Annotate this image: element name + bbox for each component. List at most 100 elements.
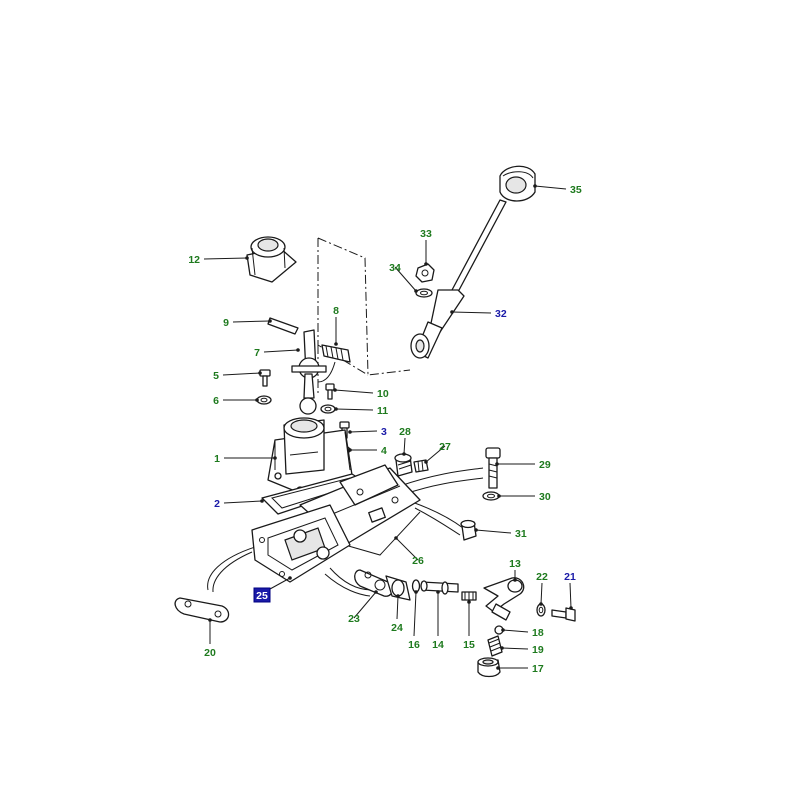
callout-dot-25 xyxy=(288,576,292,580)
callout-dot-16 xyxy=(414,590,418,594)
callout-dot-11 xyxy=(334,407,338,411)
callout-dot-17 xyxy=(496,666,500,670)
callout-leader-34 xyxy=(394,266,417,292)
callout-label-16: 16 xyxy=(408,639,420,651)
callout-label-15: 15 xyxy=(463,639,475,651)
callout-leader-18 xyxy=(502,629,529,633)
part-35-gear-knob xyxy=(499,165,536,202)
part-17-plug xyxy=(477,657,501,678)
part-21-bolt xyxy=(551,607,576,622)
callout-leader-22 xyxy=(540,582,543,605)
callout-dot-15 xyxy=(467,600,471,604)
callout-label-6: 6 xyxy=(213,395,219,407)
callout-dot-23 xyxy=(374,590,378,594)
callout-leader-16 xyxy=(413,591,417,637)
part-30-washer xyxy=(482,491,500,501)
callout-dot-7 xyxy=(296,348,300,352)
callout-leader-9 xyxy=(232,320,271,323)
callout-leader-3 xyxy=(349,430,378,433)
callout-label-2: 2 xyxy=(214,498,220,510)
callout-dot-10 xyxy=(333,388,337,392)
callout-dot-35 xyxy=(533,184,537,188)
callout-label-14: 14 xyxy=(432,639,444,651)
part-9-pin xyxy=(267,317,299,335)
callout-leader-7 xyxy=(263,349,299,353)
part-25-casing xyxy=(251,504,351,583)
callout-dot-1 xyxy=(273,456,277,460)
callout-label-24: 24 xyxy=(391,622,403,634)
callout-label-9: 9 xyxy=(223,317,229,329)
callout-leader-10 xyxy=(334,389,374,394)
callout-leader-26 xyxy=(395,537,419,561)
callout-dot-2 xyxy=(260,499,264,503)
callout-label-29: 29 xyxy=(539,459,551,471)
callout-dot-24 xyxy=(396,594,400,598)
callout-dot-19 xyxy=(500,646,504,650)
callout-label-3: 3 xyxy=(381,426,387,438)
part-28-plug xyxy=(394,453,413,477)
part-19-spring xyxy=(487,635,503,657)
callout-leader-19 xyxy=(501,647,529,650)
callout-dot-30 xyxy=(497,494,501,498)
callout-label-25: 25 xyxy=(256,590,268,602)
callout-label-13: 13 xyxy=(509,558,521,570)
callout-label-11: 11 xyxy=(377,405,388,417)
callout-label-8: 8 xyxy=(333,305,339,317)
callout-dot-33 xyxy=(424,262,428,266)
part-7-gear-lever xyxy=(291,329,327,415)
callout-label-4: 4 xyxy=(381,445,387,457)
callout-leader-5 xyxy=(222,372,261,376)
callout-dot-13 xyxy=(513,578,517,582)
callout-label-23: 23 xyxy=(348,613,360,625)
callout-label-22: 22 xyxy=(536,571,548,583)
callout-leader-31 xyxy=(475,529,512,534)
part-15-spring-pin xyxy=(461,591,477,601)
callout-label-27: 27 xyxy=(439,441,451,453)
part-23-gasket xyxy=(354,569,394,597)
callout-label-17: 17 xyxy=(532,663,544,675)
part-34-washer xyxy=(415,288,433,298)
callout-leader-27 xyxy=(425,445,446,463)
callout-dot-27 xyxy=(424,460,428,464)
callout-dot-20 xyxy=(208,618,212,622)
callout-label-32: 32 xyxy=(495,308,507,320)
callout-label-12: 12 xyxy=(188,254,200,266)
callout-dot-8 xyxy=(334,342,338,346)
part-11-washer xyxy=(320,404,336,414)
part-5-bolt xyxy=(259,369,271,387)
part-20-blanking-plate xyxy=(174,597,230,623)
callout-dot-32 xyxy=(450,310,454,314)
callout-dot-18 xyxy=(501,628,505,632)
part-13-selector-lever xyxy=(483,577,525,621)
callout-label-35: 35 xyxy=(570,184,582,196)
callout-label-20: 20 xyxy=(204,647,216,659)
part-27-plug xyxy=(413,459,429,473)
callout-leader-23 xyxy=(353,591,377,619)
callout-dot-29 xyxy=(495,462,499,466)
callout-dot-6 xyxy=(255,398,259,402)
callout-leader-28 xyxy=(403,437,406,455)
callout-leader-11 xyxy=(335,408,374,411)
callout-leader-32 xyxy=(451,311,492,314)
part-24-housing-plate xyxy=(385,575,411,601)
callout-dot-28 xyxy=(402,452,406,456)
callout-label-34: 34 xyxy=(389,262,401,274)
part-6-washer xyxy=(256,395,272,405)
callout-label-10: 10 xyxy=(377,388,389,400)
callout-dot-22 xyxy=(539,602,543,606)
callout-dot-21 xyxy=(569,606,573,610)
part-33-nut xyxy=(415,263,435,283)
callout-dot-34 xyxy=(414,289,418,293)
callout-label-28: 28 xyxy=(399,426,411,438)
callout-label-5: 5 xyxy=(213,370,219,382)
callout-label-7: 7 xyxy=(254,347,260,359)
callout-label-33: 33 xyxy=(420,228,432,240)
callout-leader-21 xyxy=(569,582,572,609)
callout-box-25 xyxy=(253,587,271,603)
callout-label-21: 21 xyxy=(564,571,576,583)
callout-dot-4 xyxy=(348,448,352,452)
callout-label-19: 19 xyxy=(532,644,544,656)
callout-label-26: 26 xyxy=(412,555,424,567)
